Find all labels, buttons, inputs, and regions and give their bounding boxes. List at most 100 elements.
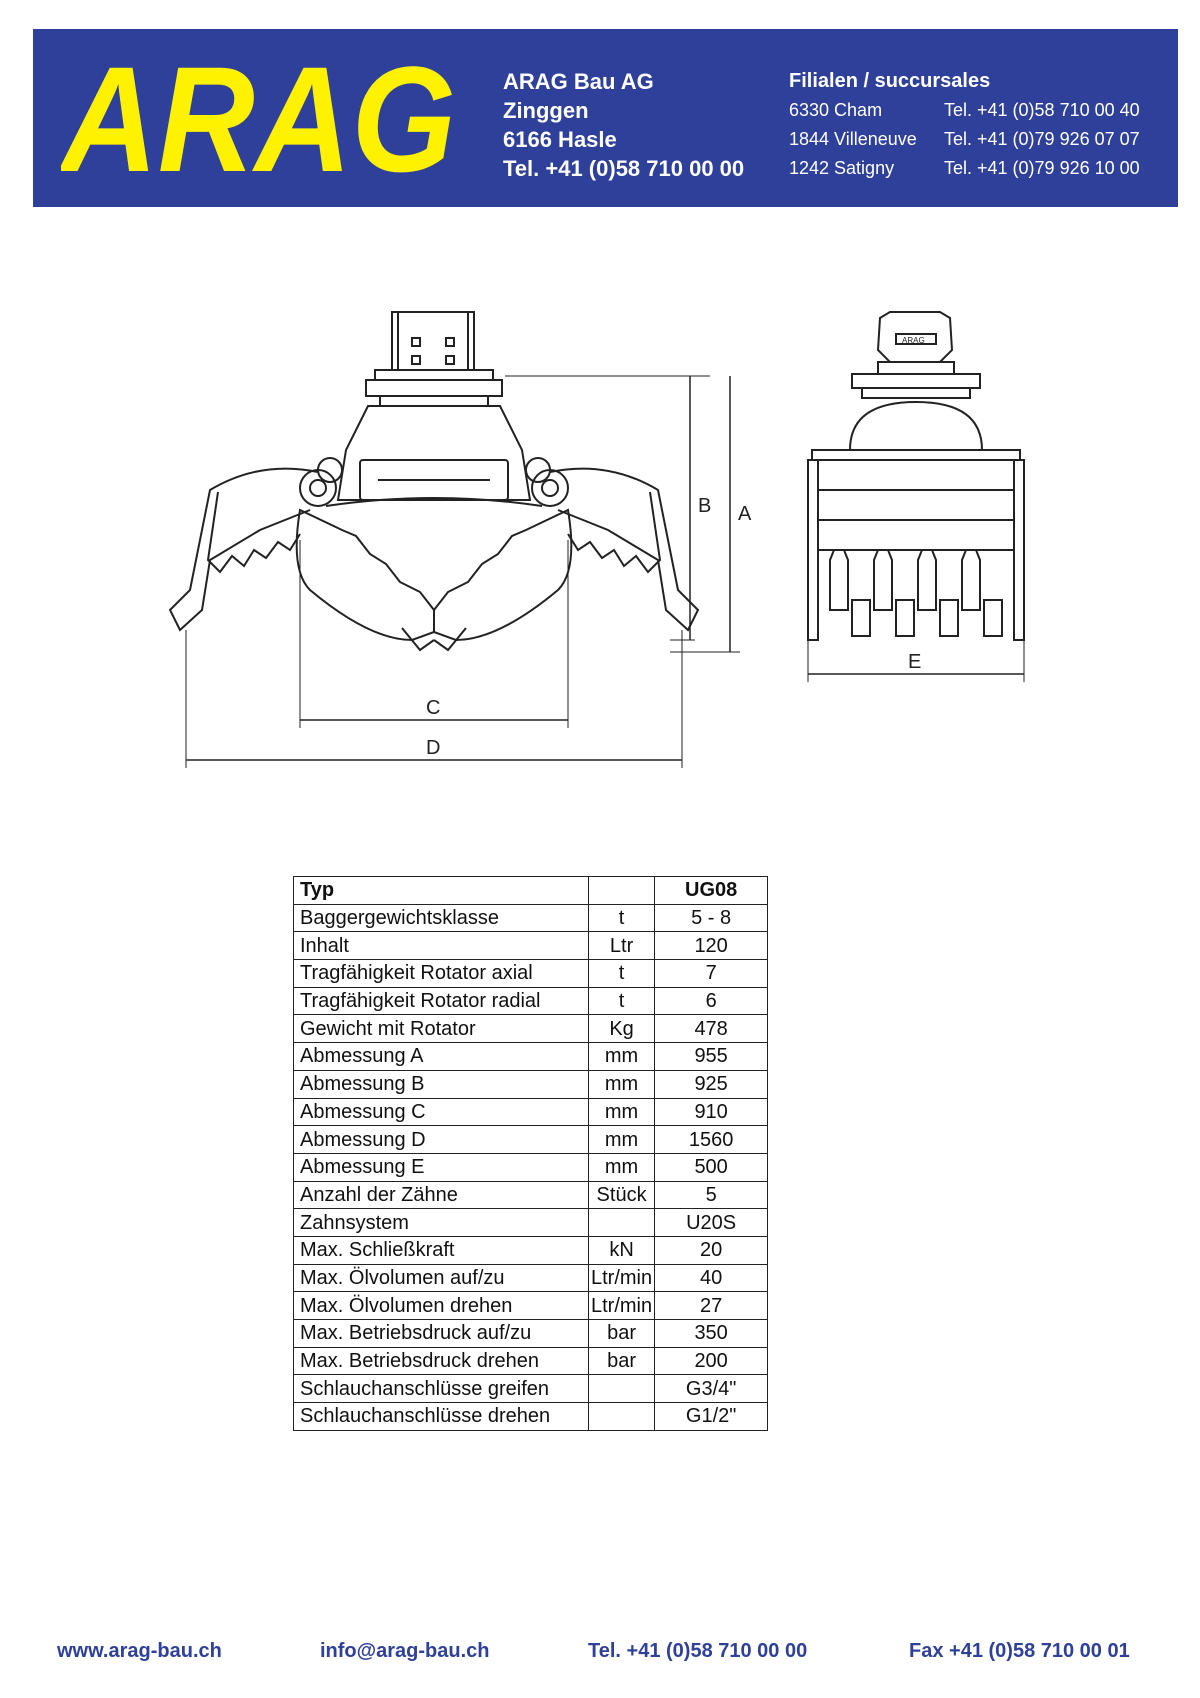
table-row: Zahnsystem U20S: [293, 1208, 769, 1237]
row-unit: t: [587, 959, 656, 988]
header-unit: [587, 876, 656, 905]
row-unit: Ltr: [587, 931, 656, 961]
label-b: B: [698, 495, 711, 517]
row-value: G1/2": [654, 1402, 769, 1431]
row-unit: mm: [587, 1097, 656, 1127]
row-unit: mm: [587, 1069, 656, 1099]
row-unit: t: [587, 903, 656, 933]
grapple-drawing: B A C D ARAG E: [168, 311, 1025, 768]
logo-text: ARAG: [61, 39, 456, 199]
branches-title: Filialen / succursales: [789, 70, 991, 92]
row-value: 1560: [654, 1125, 769, 1154]
row-label: Zahnsystem: [293, 1208, 589, 1237]
label-a: A: [738, 503, 752, 525]
row-value: G3/4": [654, 1374, 769, 1404]
row-unit: mm: [587, 1042, 656, 1071]
row-value: 6: [654, 986, 769, 1016]
company-street: Zinggen: [503, 98, 589, 123]
header-banner: ARAG ARAG Bau AG Zinggen 6166 Hasle Tel.…: [33, 29, 1178, 207]
row-label: Abmessung B: [293, 1069, 589, 1099]
row-unit: [587, 1374, 656, 1404]
label-d: D: [426, 737, 440, 759]
table-row: Schlauchanschlüsse greifen G3/4": [293, 1374, 769, 1404]
row-value: 955: [654, 1042, 769, 1071]
row-value: 27: [654, 1291, 769, 1320]
row-label: Schlauchanschlüsse drehen: [293, 1402, 589, 1431]
row-label: Schlauchanschlüsse greifen: [293, 1374, 589, 1404]
row-unit: mm: [587, 1152, 656, 1182]
footer-web-link[interactable]: www.arag-bau.ch: [57, 1640, 222, 1662]
row-label: Abmessung E: [293, 1152, 589, 1182]
footer-email-link[interactable]: info@arag-bau.ch: [320, 1640, 490, 1662]
row-unit: Ltr/min: [587, 1291, 656, 1320]
row-unit: bar: [587, 1346, 656, 1376]
table-header-row: Typ UG08: [293, 876, 769, 905]
branch-city: 6330 Cham: [789, 100, 883, 120]
company-tel: Tel. +41 (0)58 710 00 00: [503, 156, 745, 181]
row-label: Abmessung A: [293, 1042, 589, 1071]
row-value: 40: [654, 1263, 769, 1293]
branches: Filialen / succursales 6330 Cham Tel. +4…: [789, 67, 1140, 183]
row-value: 20: [654, 1235, 769, 1265]
row-value: 478: [654, 1014, 769, 1044]
arag-logo: ARAG: [61, 39, 456, 199]
company-address: ARAG Bau AG Zinggen 6166 Hasle Tel. +41 …: [503, 67, 744, 183]
row-value: 5: [654, 1180, 769, 1210]
row-label: Max. Betriebsdruck auf/zu: [293, 1319, 589, 1348]
row-unit: Stück: [587, 1180, 656, 1210]
row-label: Max. Schließkraft: [293, 1235, 589, 1265]
row-value: 5 - 8: [654, 903, 769, 933]
branch-row: 1844 Villeneuve Tel. +41 (0)79 926 07 07: [789, 125, 1140, 154]
footer-fax: Fax +41 (0)58 710 00 01: [909, 1640, 1130, 1662]
header-value: UG08: [654, 876, 769, 905]
company-name: ARAG Bau AG: [503, 69, 654, 94]
row-value: U20S: [654, 1208, 769, 1237]
table-row: Schlauchanschlüsse drehen G1/2": [293, 1402, 769, 1431]
front-view: B A C D: [168, 311, 752, 768]
row-label: Abmessung D: [293, 1125, 589, 1154]
side-view: ARAG E: [807, 311, 1025, 682]
row-value: 350: [654, 1319, 769, 1348]
header-label: Typ: [293, 876, 589, 905]
row-value: 120: [654, 931, 769, 961]
row-unit: mm: [587, 1125, 656, 1154]
row-label: Tragfähigkeit Rotator axial: [293, 959, 589, 988]
branch-city: 1844 Villeneuve: [789, 129, 917, 149]
row-label: Max. Ölvolumen auf/zu: [293, 1263, 589, 1293]
row-unit: [587, 1402, 656, 1431]
branch-row: 1242 Satigny Tel. +41 (0)79 926 10 00: [789, 154, 1140, 183]
row-unit: t: [587, 986, 656, 1016]
plate-text: ARAG: [902, 336, 925, 345]
row-label: Tragfähigkeit Rotator radial: [293, 986, 589, 1016]
row-unit: Ltr/min: [587, 1263, 656, 1293]
row-label: Baggergewichtsklasse: [293, 903, 589, 933]
row-label: Gewicht mit Rotator: [293, 1014, 589, 1044]
row-unit: bar: [587, 1319, 656, 1348]
row-value: 500: [654, 1152, 769, 1182]
row-value: 7: [654, 959, 769, 988]
branch-row: 6330 Cham Tel. +41 (0)58 710 00 40: [789, 96, 1140, 125]
row-value: 925: [654, 1069, 769, 1099]
label-c: C: [426, 697, 440, 719]
row-unit: [587, 1208, 656, 1237]
row-value: 910: [654, 1097, 769, 1127]
row-unit: Kg: [587, 1014, 656, 1044]
footer-tel: Tel. +41 (0)58 710 00 00: [588, 1640, 808, 1662]
branch-city: 1242 Satigny: [789, 158, 895, 178]
